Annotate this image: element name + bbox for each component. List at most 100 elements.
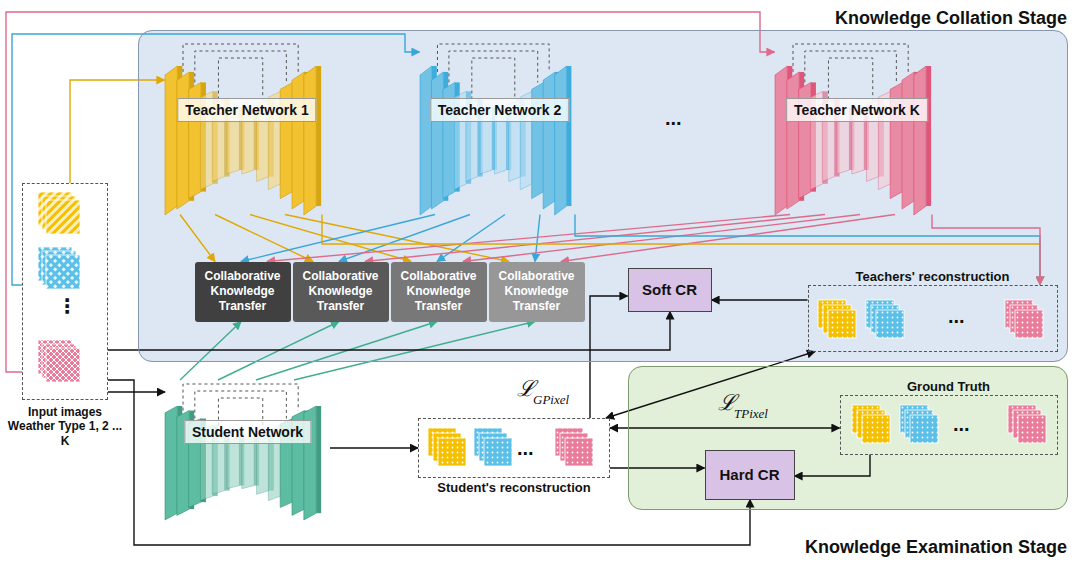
teacher-network: Teacher Network 1 [165, 40, 330, 215]
box-label: Collaborative Knowledge Transfer [492, 269, 582, 314]
connector-arrow [108, 312, 670, 351]
connector-arrow [610, 467, 705, 468]
connector-arrow [365, 215, 825, 262]
weather-image [38, 247, 80, 289]
loss-subscript: GPixel [533, 393, 569, 406]
connector-arrow [437, 215, 505, 262]
collation-panel-fill [138, 30, 1068, 362]
layer-slab [165, 66, 177, 215]
image-group: Teachers' reconstruction [808, 285, 1058, 352]
teacher-network: Teacher Network 2 [420, 40, 580, 215]
examination-panel-fill [628, 366, 1068, 510]
connector-arrow [712, 299, 808, 300]
network-layers [165, 44, 321, 215]
output-image [866, 300, 904, 338]
connector-arrow [12, 34, 420, 285]
network-label: Teacher Network K [786, 98, 928, 122]
skip-connection [805, 51, 897, 82]
layer-slab [292, 72, 304, 209]
skip-connection [218, 58, 262, 100]
layer-slab [242, 437, 254, 488]
connector-arrow [795, 455, 871, 477]
skip-connection [183, 384, 298, 411]
ellipsis: ⋮ [57, 296, 77, 316]
image-group: Input images Weather Type 1, 2 ... K [22, 183, 108, 400]
box-label: Student's reconstruction [399, 480, 629, 495]
loss-subscript: TPixel [734, 407, 768, 420]
ellipsis: ... [948, 306, 965, 326]
output-image [900, 405, 938, 443]
layer-slab [165, 406, 177, 520]
layer-slab [431, 72, 443, 209]
skip-connection [437, 44, 549, 72]
skip-connection [195, 391, 287, 419]
image-group: Student's reconstruction [418, 418, 610, 478]
student-network: Student Network [165, 380, 330, 520]
output-image [474, 428, 512, 466]
transfer-box: Collaborative Knowledge Transfer [489, 262, 585, 322]
connector-arrow [218, 322, 339, 381]
weather-image [38, 192, 80, 234]
network-label: Teacher Network 1 [177, 98, 316, 122]
layer-slab [775, 66, 787, 215]
loss-box: Soft CR [628, 268, 712, 312]
image-group: Ground Truth [840, 395, 1058, 455]
stage-panel: Knowledge Collation StageTeacher Network… [138, 30, 1068, 362]
connector-arrow [294, 322, 535, 381]
output-image [1008, 405, 1046, 443]
network-label: Teacher Network 2 [430, 98, 569, 122]
layer-slab [304, 66, 316, 215]
layer-slab [543, 72, 555, 209]
box-label: Input images Weather Type 1, 2 ... K [4, 405, 126, 448]
ellipsis: ... [665, 108, 682, 128]
skip-connection [449, 51, 538, 82]
box-label: Hard CR [719, 466, 779, 483]
layer-edge [567, 66, 572, 206]
stage-panel: Knowledge Examination StageGround TruthH… [628, 366, 1068, 510]
output-image [818, 300, 856, 338]
ellipsis: ... [953, 414, 970, 434]
weather-image [38, 340, 80, 382]
connector-arrow [561, 215, 895, 262]
connector-arrow [180, 322, 241, 381]
layer-edge [316, 66, 321, 206]
output-image [1005, 300, 1043, 338]
layer-slab [177, 72, 189, 209]
box-label: Soft CR [642, 281, 697, 298]
output-image [428, 428, 466, 466]
connector-arrow [215, 215, 313, 262]
layer-slab [787, 72, 799, 209]
connector-arrow [339, 215, 470, 262]
connector-arrow [610, 427, 840, 428]
network-label: Student Network [184, 420, 311, 444]
skip-connection [793, 44, 908, 72]
skip-connection [828, 58, 872, 100]
connector-arrow [463, 215, 860, 262]
skip-connection [195, 51, 287, 82]
layer-edge [316, 406, 321, 513]
connector-arrow [330, 447, 418, 448]
connector-arrow [70, 80, 165, 183]
skip-connection [183, 44, 298, 72]
box-label: Collaborative Knowledge Transfer [198, 269, 288, 314]
box-label: Collaborative Knowledge Transfer [394, 269, 484, 314]
skip-connection [472, 58, 515, 100]
box-label: Teachers' reconstruction [789, 269, 1077, 284]
network-layers [775, 44, 931, 215]
connector-arrow [590, 296, 628, 418]
layer-slab [420, 66, 432, 215]
transfer-box: Collaborative Knowledge Transfer [391, 262, 487, 322]
network-layers [420, 44, 571, 215]
layer-slab [555, 66, 567, 215]
connector-arrow [250, 215, 411, 262]
connector-arrow [180, 215, 215, 262]
box-label: Collaborative Knowledge Transfer [296, 269, 386, 314]
layer-slab [914, 66, 926, 215]
network-layers [165, 384, 321, 520]
transfer-box: Collaborative Knowledge Transfer [195, 262, 291, 322]
ellipsis: ... [517, 438, 534, 458]
connector-arrow [256, 322, 437, 381]
connector-arrow [108, 391, 165, 392]
